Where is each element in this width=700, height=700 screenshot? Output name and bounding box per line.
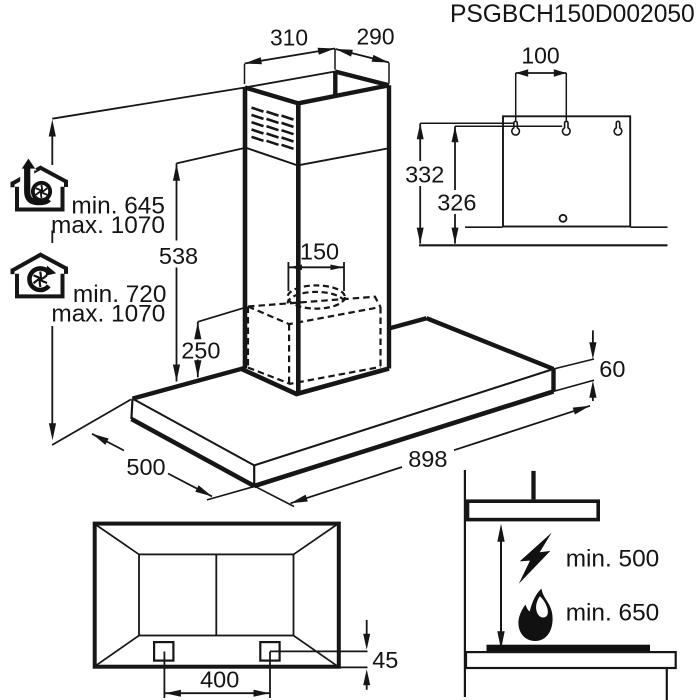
svg-text:290: 290 (356, 24, 394, 50)
svg-text:326: 326 (437, 190, 476, 216)
svg-text:min. 650: min. 650 (566, 599, 660, 626)
svg-text:100: 100 (521, 43, 559, 69)
svg-text:45: 45 (372, 647, 398, 673)
svg-text:min. 720: min. 720 (73, 281, 167, 308)
svg-text:898: 898 (408, 446, 447, 472)
svg-text:400: 400 (200, 667, 239, 693)
svg-text:500: 500 (126, 454, 165, 480)
svg-text:310: 310 (270, 25, 308, 51)
svg-text:250: 250 (181, 338, 220, 364)
svg-text:150: 150 (300, 239, 339, 265)
svg-text:PSGBCH150D002050: PSGBCH150D002050 (450, 1, 695, 28)
svg-text:332: 332 (405, 162, 444, 188)
svg-text:max. 1070: max. 1070 (51, 212, 165, 239)
svg-text:min. 500: min. 500 (566, 546, 660, 573)
svg-text:538: 538 (159, 243, 198, 269)
svg-text:max. 1070: max. 1070 (51, 301, 165, 328)
svg-text:min. 645: min. 645 (71, 192, 165, 219)
svg-text:60: 60 (599, 356, 625, 382)
